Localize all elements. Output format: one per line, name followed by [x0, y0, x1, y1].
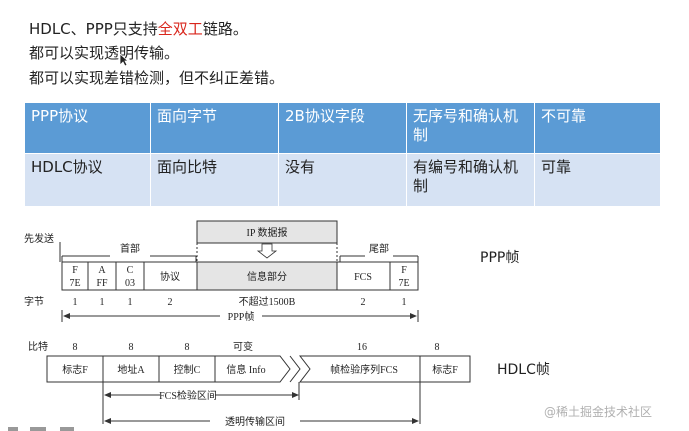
- ppp-field-address-bottom: FF: [96, 278, 108, 289]
- table-cell: 面向比特: [150, 153, 279, 207]
- ppp-field-end-flag-top: F: [401, 265, 407, 276]
- arrow-right-icon: [410, 313, 417, 319]
- byte-count: 2: [168, 297, 173, 308]
- byte-count: 1: [100, 297, 105, 308]
- hdlc-frame-title: HDLC帧: [497, 362, 550, 378]
- bit-count: 8: [185, 342, 190, 353]
- table-cell: 可靠: [534, 153, 661, 207]
- ppp-field-control-top: C: [127, 265, 134, 276]
- table-cell: 不可靠: [534, 102, 661, 154]
- bit-count: 8: [73, 342, 78, 353]
- cutoff-fragment: [30, 427, 46, 431]
- byte-count: 1: [128, 297, 133, 308]
- hdlc-field-info-label: 信息 Info: [226, 363, 265, 376]
- intro-line-3: 都可以实现差错检测，但不纠正差错。: [29, 69, 285, 87]
- hdlc-field-control: [158, 355, 216, 383]
- ppp-field-end-flag: [389, 261, 419, 291]
- arrow-right-icon: [292, 392, 299, 398]
- ppp-field-info-label: 信息部分: [247, 270, 287, 283]
- hdlc-field-control-label: 控制C: [174, 363, 201, 376]
- hdlc-field-end-flag-label: 标志F: [432, 363, 458, 376]
- table-cell: 没有: [278, 153, 407, 207]
- transparent-range-label: 透明传输区间: [225, 415, 285, 428]
- ppp-field-fcs-label: FCS: [354, 272, 372, 283]
- bit-count: 8: [435, 342, 440, 353]
- mouse-cursor-icon: [119, 53, 129, 67]
- intro-line-1: HDLC、PPP只支持全双工链路。: [29, 18, 248, 39]
- byte-label: 字节: [24, 295, 44, 308]
- byte-count: 1: [73, 297, 78, 308]
- table-header-row: PPP协议 面向字节 2B协议字段 无序号和确认机制 不可靠: [24, 102, 661, 154]
- full-duplex-highlight: 全双工: [157, 20, 203, 38]
- intro-line-2: 都可以实现透明传输。: [29, 44, 180, 62]
- watermark: @稀土掘金技术社区: [544, 405, 653, 419]
- ppp-field-flag-bottom: 7E: [69, 278, 80, 289]
- ppp-frame-title: PPP帧: [480, 250, 520, 266]
- ppp-field-protocol-label: 协议: [160, 270, 180, 283]
- bit-count: 可变: [233, 340, 253, 353]
- hdlc-field-info: [214, 355, 291, 383]
- table-cell: 有编号和确认机制: [406, 153, 535, 207]
- arrow-left-icon: [104, 418, 111, 424]
- first-sent-label: 先发送: [24, 232, 54, 245]
- table-cell: 无序号和确认机制: [406, 102, 535, 154]
- byte-count: 1: [402, 297, 407, 308]
- ppp-field-flag: [61, 261, 89, 291]
- byte-count: 2: [361, 297, 366, 308]
- intro-line-1-pre: HDLC、PPP只支持: [29, 20, 158, 38]
- hdlc-field-flag-label: 标志F: [62, 363, 88, 376]
- hdlc-field-fcs-label: 帧检验序列FCS: [330, 363, 398, 376]
- hdlc-field-fcs: [298, 355, 421, 383]
- cutoff-fragment: [8, 427, 18, 431]
- bit-count: 8: [129, 342, 134, 353]
- arrow-right-icon: [412, 418, 419, 424]
- hdlc-field-end-flag: [419, 355, 471, 383]
- break-marker: [289, 355, 301, 383]
- hdlc-field-address: [102, 355, 160, 383]
- ppp-field-end-flag-bottom: 7E: [398, 278, 409, 289]
- arrow-left-icon: [104, 392, 111, 398]
- table-cell: HDLC协议: [24, 153, 151, 207]
- cutoff-fragment: [60, 427, 74, 431]
- intro-line-1-post: 链路。: [202, 20, 248, 38]
- ppp-span-label: PPP帧: [228, 310, 255, 323]
- header-label: 首部: [120, 242, 140, 255]
- down-arrow-icon: [256, 243, 278, 259]
- hdlc-frame-diagram: 比特 8 8 8 可变 16 8 标志F 地址A 控制C 信息 Info 帧检验…: [28, 340, 471, 428]
- ppp-field-protocol: [143, 261, 198, 291]
- ip-datagram-box: [196, 220, 338, 244]
- ppp-frame-diagram: IP 数据报 先发送 首部 尾部 F 7E A FF C 03 协议 信息部分 …: [24, 220, 419, 323]
- table-row: HDLC协议 面向比特 没有 有编号和确认机制 可靠: [24, 153, 661, 207]
- ip-datagram-label: IP 数据报: [246, 226, 287, 239]
- bit-label: 比特: [28, 341, 48, 353]
- bit-count: 16: [357, 342, 367, 353]
- table-cell: PPP协议: [24, 102, 151, 154]
- table-cell: 面向字节: [150, 102, 279, 154]
- trailer-label: 尾部: [369, 242, 389, 255]
- fcs-range-label: FCS检验区间: [159, 389, 217, 402]
- ppp-field-address-top: A: [98, 265, 106, 276]
- comparison-table: PPP协议 面向字节 2B协议字段 无序号和确认机制 不可靠 HDLC协议 面向…: [24, 102, 661, 207]
- arrow-left-icon: [63, 313, 70, 319]
- hdlc-field-address-label: 地址A: [117, 363, 145, 376]
- table-cell: 2B协议字段: [278, 102, 407, 154]
- byte-count: 不超过1500B: [239, 295, 296, 308]
- ppp-field-control-bottom: 03: [125, 278, 135, 289]
- ppp-field-flag-top: F: [72, 265, 78, 276]
- ppp-field-address: [87, 261, 117, 291]
